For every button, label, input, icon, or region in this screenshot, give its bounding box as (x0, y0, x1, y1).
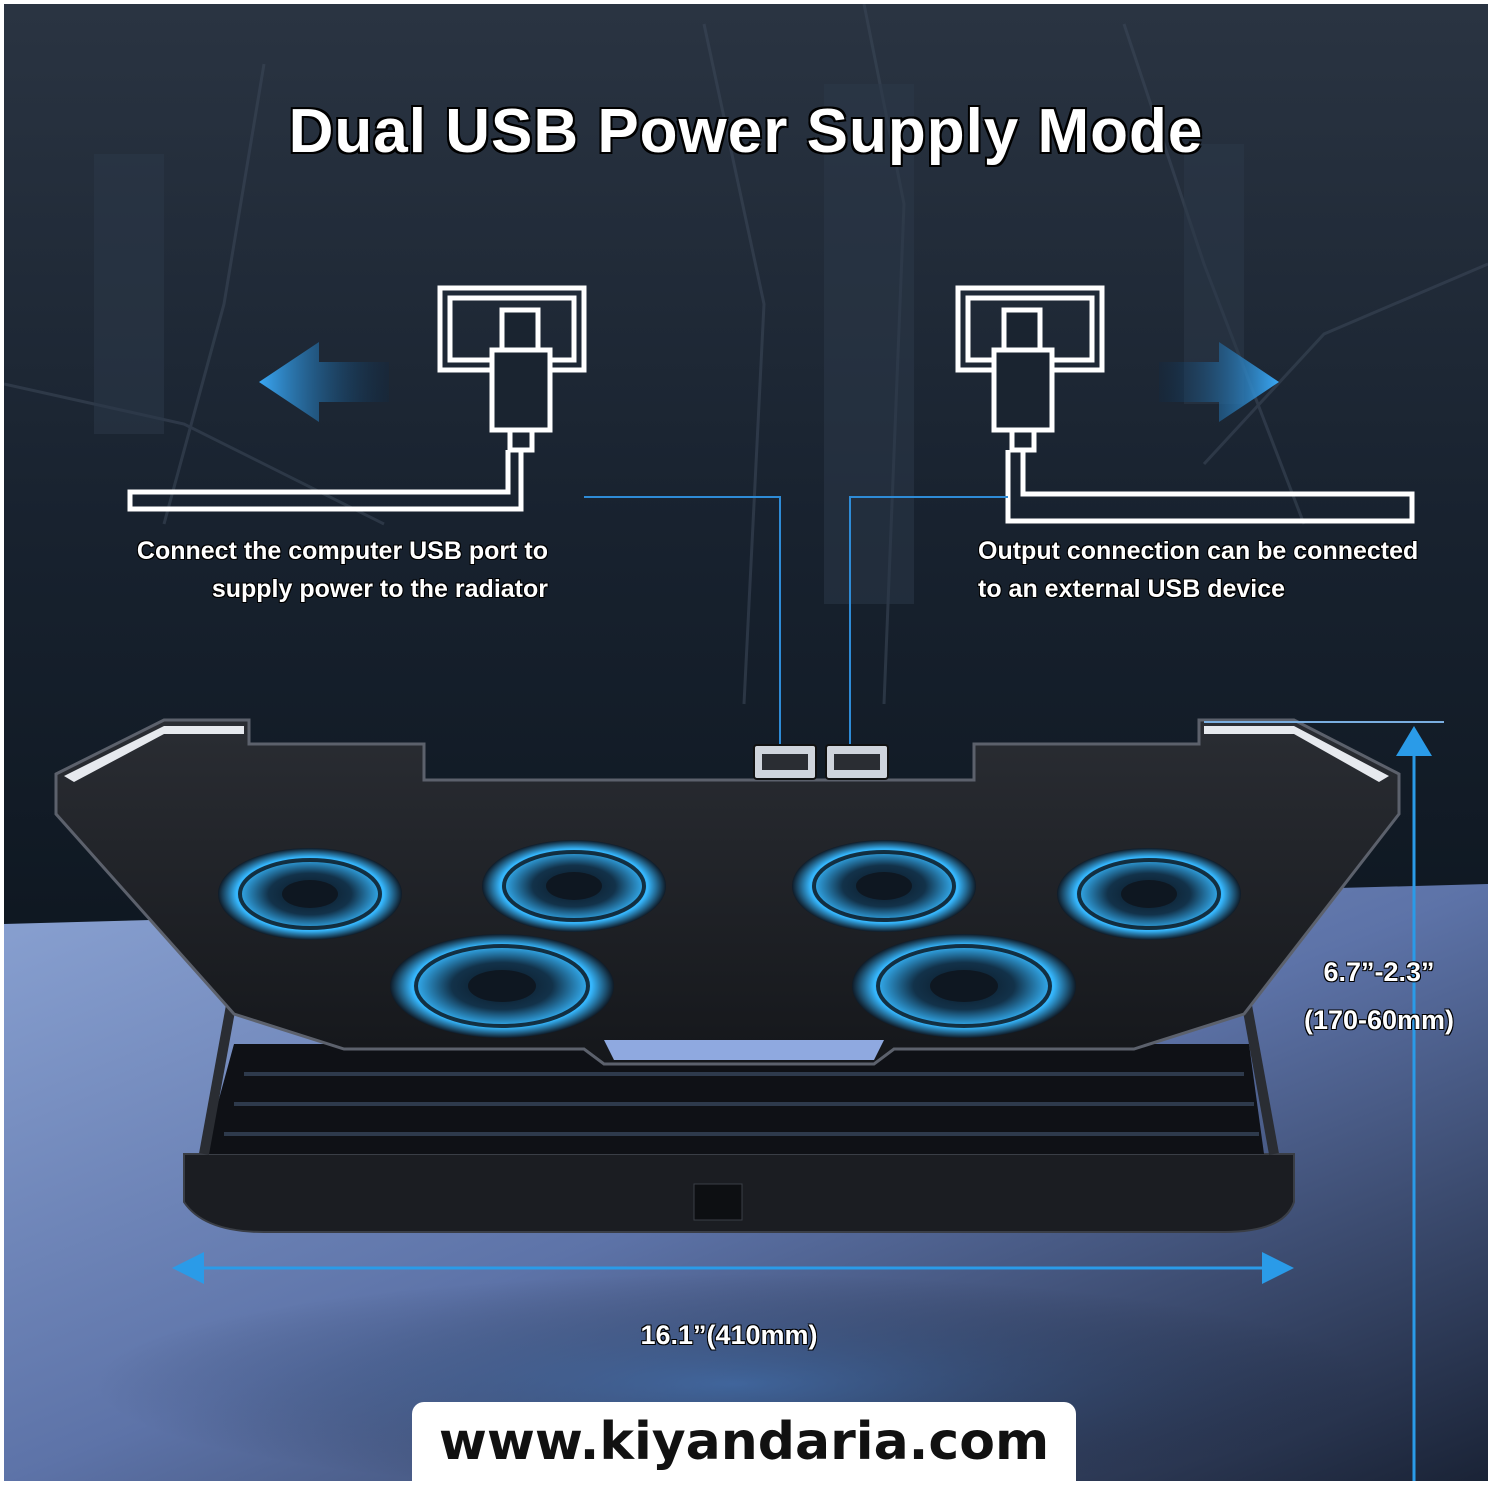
usb-port-icons (753, 744, 889, 780)
product-photo: Dual USB Power Supply Mode Connect the c… (4, 4, 1488, 1481)
width-dimension-label: 16.1”(410mm) (640, 1320, 818, 1350)
left-arrow-icon (259, 342, 389, 422)
usb-plug-right-icon (955, 285, 1415, 524)
cooling-pad-base (183, 1044, 1295, 1233)
height-imperial: 6.7”-2.3” (1323, 957, 1435, 987)
output-caption-line-1: Output connection can be connected (978, 537, 1419, 565)
height-dimension-arrow-icon (1204, 721, 1444, 1481)
fan-icons (218, 840, 1241, 1038)
input-caption-line-1: Connect the computer USB port to (136, 537, 548, 565)
watermark-text: www.kiyandaria.com (438, 1412, 1050, 1472)
watermark-badge: www.kiyandaria.com (412, 1402, 1076, 1485)
height-metric: (170-60mm) (1303, 1005, 1455, 1035)
width-dimension-arrow-icon (172, 1252, 1294, 1284)
product-illustration (4, 4, 1488, 1481)
height-dimension-label: 6.7”-2.3” (170-60mm) (1274, 948, 1484, 1044)
output-caption-line-2: to an external USB device (978, 575, 1286, 603)
input-caption-line-2: supply power to the radiator (211, 575, 548, 603)
page-title: Dual USB Power Supply Mode (288, 97, 1204, 166)
usb-plug-left-icon (127, 285, 587, 512)
input-port-caption: Connect the computer USB port to supply … (96, 532, 548, 608)
right-arrow-icon (1159, 342, 1279, 422)
output-port-caption: Output connection can be connected to an… (978, 532, 1468, 608)
